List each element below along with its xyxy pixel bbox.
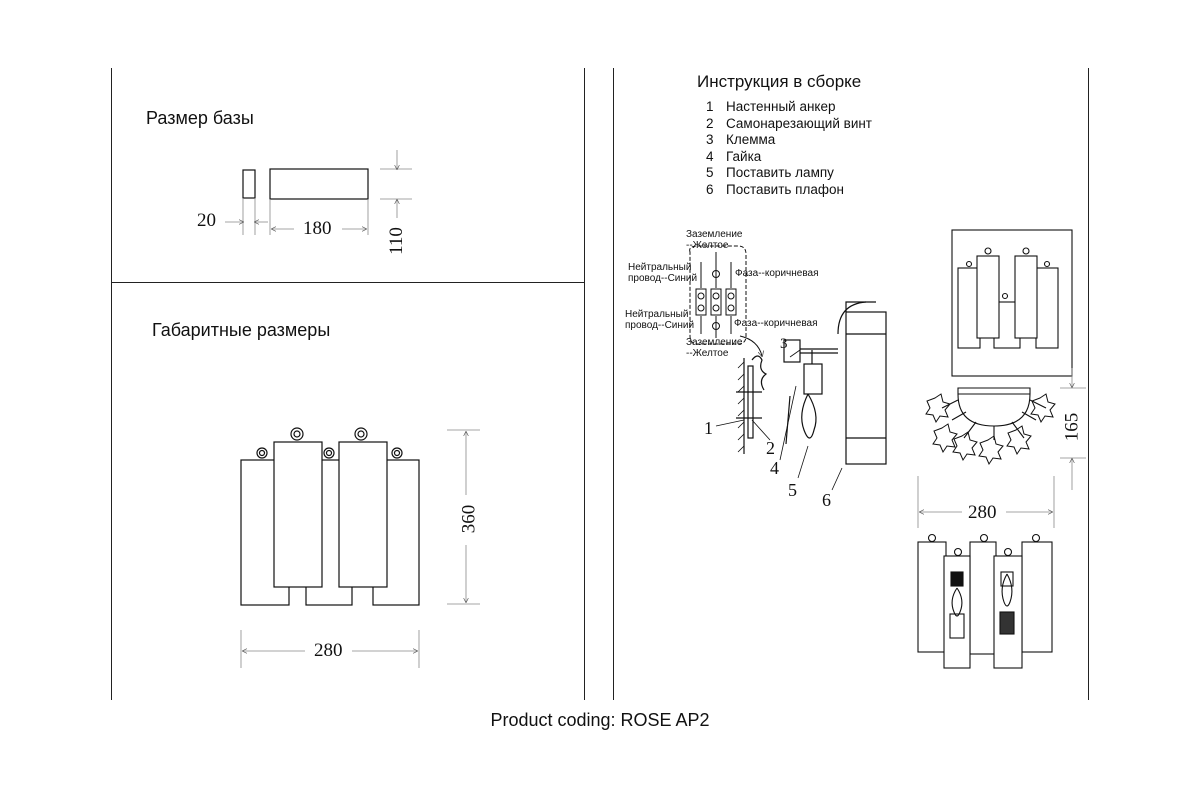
base-depth-dim: 20 [197, 210, 216, 231]
assembly-callout-leaders [715, 349, 843, 491]
neutral-bottom-label: Нейтральный провод--Синий [625, 309, 695, 331]
assembly-side-view [736, 301, 887, 465]
overall-size-heading: Габаритные размеры [152, 320, 331, 340]
top-view-height-dim: 165 [1061, 412, 1083, 442]
fixture-back-view [951, 229, 1073, 377]
phase-top-label: Фаза--коричневая [735, 268, 819, 279]
overall-width-dim: 280 [314, 640, 343, 661]
ground-top-label: Заземление --Желтое [686, 229, 743, 251]
frame-center-left-border [584, 68, 585, 700]
wiring-diagram [689, 245, 762, 356]
ground-bottom-label: Заземление --Желтое [686, 337, 743, 359]
fixture-front-drawing [240, 427, 420, 606]
product-coding: Product coding: ROSE AP2 [490, 710, 710, 730]
base-height-dim: 110 [385, 227, 407, 255]
base-width-dim: 180 [303, 218, 332, 239]
neutral-top-label: Нейтральный провод--Синий [628, 262, 698, 284]
top-view-width-dim: 280 [968, 502, 997, 523]
assembly-heading: Инструкция в сборке [697, 72, 862, 91]
fixture-bulb-view [917, 533, 1053, 669]
base-plate-drawing [242, 168, 369, 200]
callout-5: 5 [788, 480, 797, 500]
phase-bottom-label: Фаза--коричневая [734, 318, 818, 329]
frame-right-border [1088, 68, 1089, 700]
callout-3: 3 [780, 336, 788, 352]
overall-dimension-lines [240, 429, 480, 668]
callout-1: 1 [704, 418, 713, 438]
base-size-heading: Размер базы [146, 108, 254, 128]
callout-6: 6 [822, 490, 831, 510]
top-view-dimension-lines [917, 368, 1086, 528]
frame-center-right-border [613, 68, 614, 700]
base-dimension-lines [225, 150, 412, 235]
frame-left-border [111, 68, 112, 700]
callout-2: 2 [766, 438, 775, 458]
frame-left-divider [111, 282, 584, 283]
star-shades [925, 393, 1056, 466]
callout-4: 4 [770, 458, 779, 478]
overall-height-dim: 360 [458, 504, 480, 534]
